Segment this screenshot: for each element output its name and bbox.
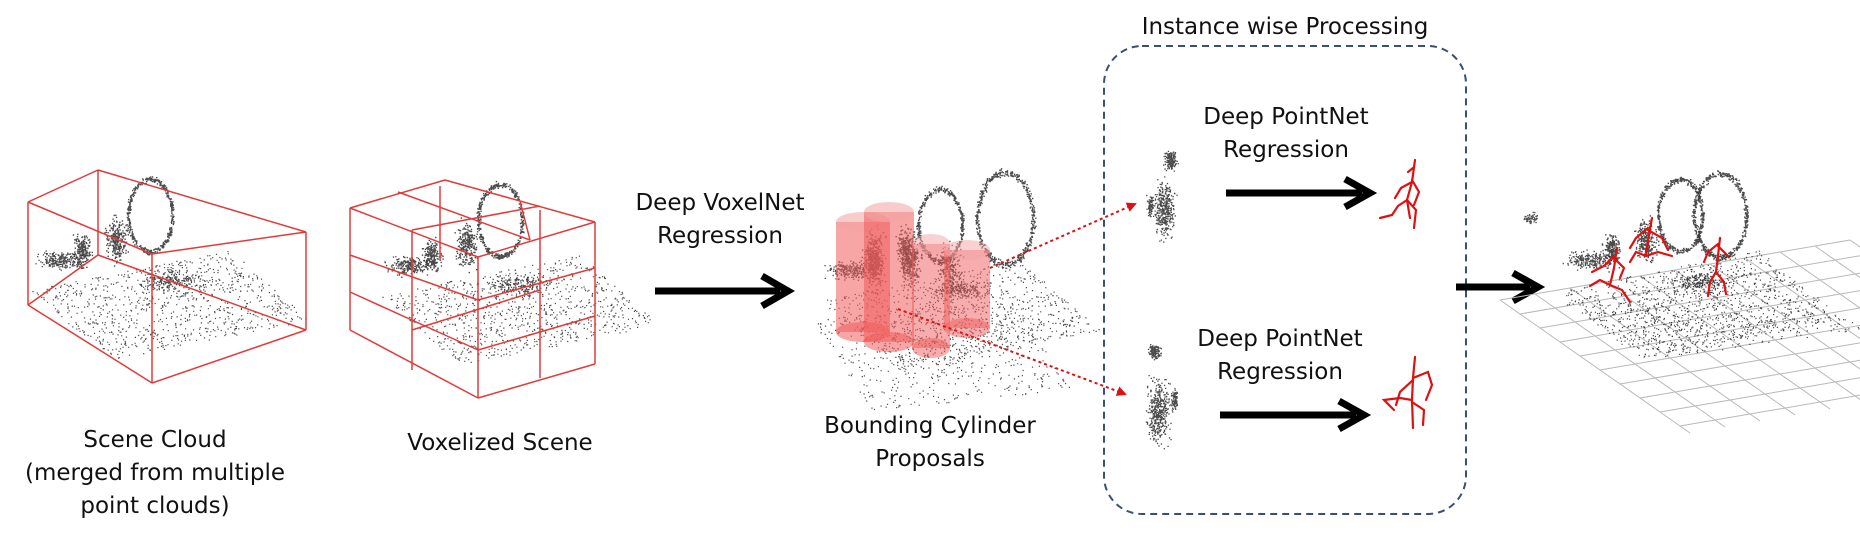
voxelnet-arrow — [655, 272, 796, 310]
pointnet-arrow-top — [1226, 175, 1378, 211]
output-arrow — [1456, 269, 1546, 305]
voxelized-scene-label: Voxelized Scene — [355, 427, 645, 460]
pointnet-regression-bottom-label: Deep PointNet Regression — [1160, 323, 1400, 389]
scene-cloud-label: Scene Cloud (merged from multiple point … — [0, 424, 310, 523]
person-point-cloud-bottom-icon — [1145, 344, 1178, 450]
scene-cloud-label-line2: (merged from multiple — [25, 460, 285, 486]
pointnet-regression-bottom-line1: Deep PointNet — [1197, 326, 1363, 352]
voxelnet-regression-label-line2: Regression — [657, 223, 783, 249]
output-floor-grid — [1499, 239, 1860, 434]
instance-split-arrows — [897, 202, 1137, 396]
scene-bounding-box — [27, 169, 307, 384]
skeleton-bottom-icon — [1381, 355, 1434, 430]
skeleton-top-icon — [1378, 158, 1421, 230]
pointnet-regression-bottom-line2: Regression — [1217, 359, 1343, 385]
voxel-grid-box — [349, 179, 596, 399]
output-skeletons-icon — [1588, 216, 1730, 304]
voxelized-point-cloud-icon — [382, 180, 651, 363]
voxelized-scene-label-text: Voxelized Scene — [407, 430, 593, 456]
pointnet-regression-top-line2: Regression — [1223, 137, 1349, 163]
scene-cloud-label-line3: point clouds) — [80, 493, 230, 519]
instance-processing-label: Instance wise Processing — [1100, 11, 1470, 44]
bounding-cylinder-label-line1: Bounding Cylinder — [824, 413, 1036, 439]
pointnet-regression-top-line1: Deep PointNet — [1203, 104, 1369, 130]
bounding-cylinder-icon — [836, 202, 990, 358]
bounding-cylinder-label: Bounding Cylinder Proposals — [800, 410, 1060, 476]
voxelnet-regression-label-line1: Deep VoxelNet — [635, 190, 805, 216]
scene-point-cloud-icon — [32, 176, 307, 359]
person-point-cloud-top-icon — [1146, 150, 1179, 243]
instance-processing-label-text: Instance wise Processing — [1141, 14, 1429, 40]
voxelnet-regression-label: Deep VoxelNet Regression — [600, 187, 840, 253]
bounding-cylinder-label-line2: Proposals — [875, 446, 985, 472]
instance-processing-box — [1103, 45, 1467, 515]
pointnet-regression-top-label: Deep PointNet Regression — [1166, 101, 1406, 167]
scene-cloud-label-line1: Scene Cloud — [83, 427, 227, 453]
pointnet-arrow-bottom — [1220, 397, 1372, 433]
